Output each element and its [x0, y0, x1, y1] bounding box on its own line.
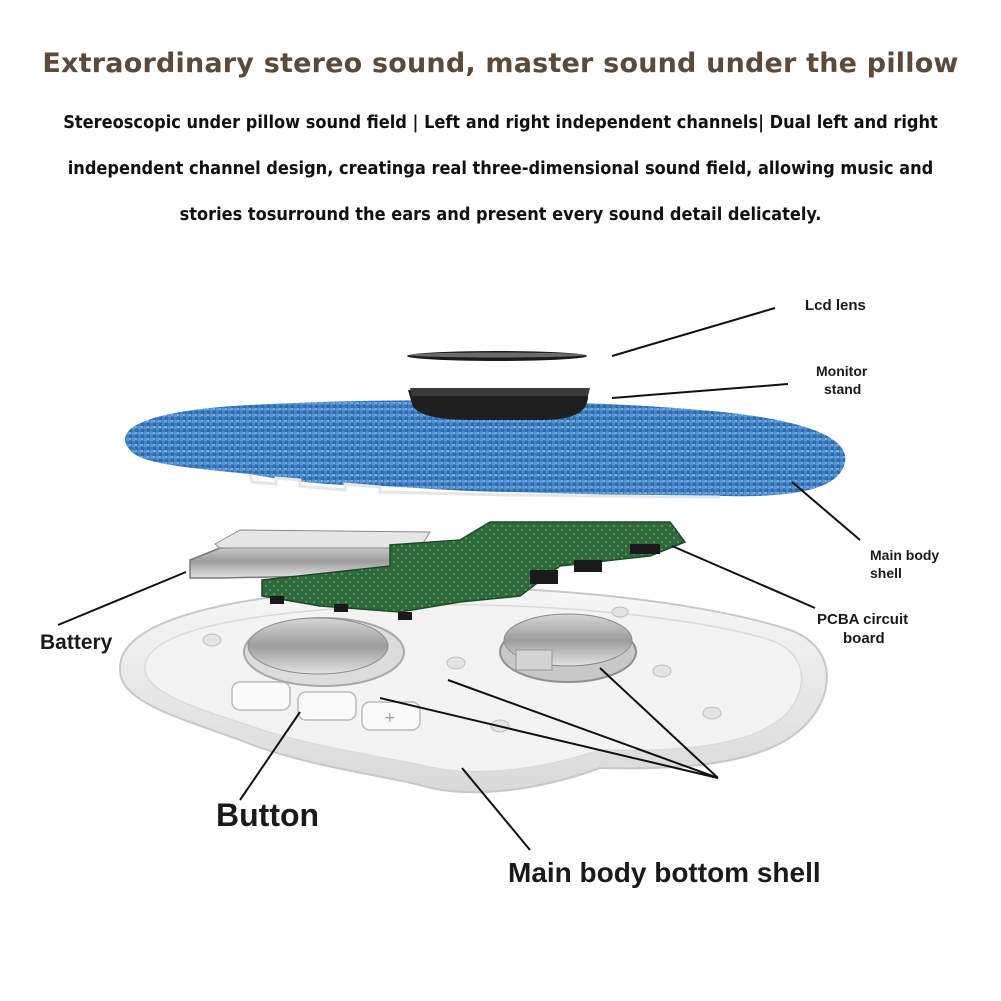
- label-monitor-stand-2: stand: [824, 381, 861, 397]
- monitor-stand: [408, 388, 590, 420]
- lcd-lens: [407, 351, 587, 361]
- label-button: Button: [216, 797, 319, 833]
- label-lcd-lens: Lcd lens: [805, 297, 866, 314]
- leader-lines: [57, 307, 861, 851]
- label-pcba-2: board: [843, 630, 885, 647]
- svg-text:+: +: [384, 710, 396, 726]
- label-pcba-1: PCBA circuit: [817, 611, 908, 628]
- description-line-3: stories tosurround the ears and present …: [179, 204, 822, 225]
- page-title: Extraordinary stereo sound, master sound…: [42, 48, 959, 79]
- label-monitor-stand-1: Monitor: [816, 363, 868, 379]
- pcba-board: [261, 521, 687, 620]
- main-body-shell: [125, 400, 846, 499]
- label-bottom-shell: Main body bottom shell: [508, 857, 821, 888]
- label-battery: Battery: [40, 631, 113, 654]
- label-main-body-shell-1: Main body: [870, 547, 939, 563]
- description-line-1: Stereoscopic under pillow sound field | …: [63, 112, 938, 133]
- description-line-2: independent channel design, creatinga re…: [67, 158, 934, 179]
- label-main-body-shell-2: shell: [870, 565, 902, 581]
